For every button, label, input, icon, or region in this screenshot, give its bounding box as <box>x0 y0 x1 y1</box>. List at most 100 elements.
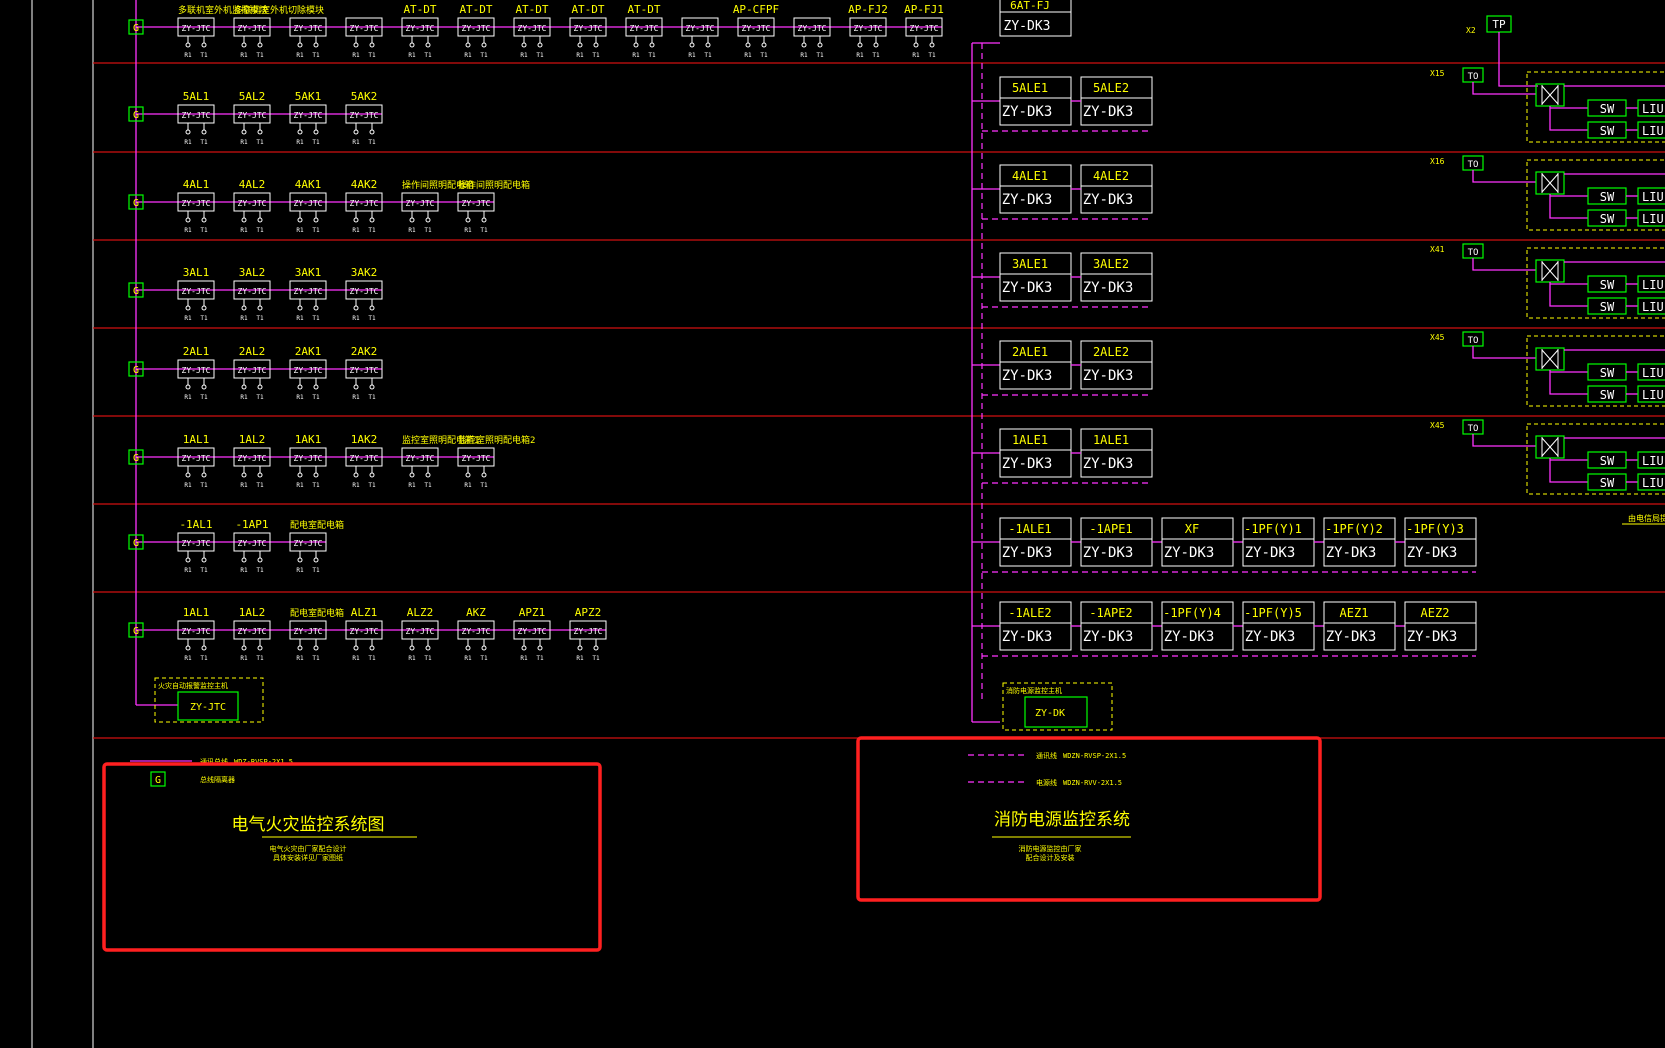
fiber-liu[interactable]: LIU <box>1637 209 1665 227</box>
patch-panel[interactable] <box>1535 259 1565 283</box>
fiber-liu[interactable]: LIU <box>1637 451 1665 469</box>
fiber-liu[interactable]: LIU <box>1637 363 1665 381</box>
power-module[interactable]: -1PF(Y)4ZY-DK3 <box>1161 601 1243 651</box>
network-switch[interactable]: SW <box>1587 187 1638 205</box>
power-module[interactable]: -1PF(Y)3ZY-DK3 <box>1404 517 1477 567</box>
bus-isolator[interactable]: G <box>128 194 144 210</box>
fiber-liu[interactable]: LIU <box>1637 297 1665 315</box>
fiber-liu[interactable]: LIU <box>1637 121 1665 139</box>
to-outlet[interactable]: TO <box>1462 331 1484 347</box>
power-module[interactable]: -1PF(Y)2ZY-DK3 <box>1323 517 1405 567</box>
patch-panel[interactable] <box>1535 171 1565 195</box>
bus-isolator[interactable]: G <box>128 106 144 122</box>
to-outlet[interactable]: TO <box>1462 155 1484 171</box>
bus-isolator[interactable]: G <box>128 534 144 550</box>
bus-isolator[interactable]: G <box>128 622 144 638</box>
power-module[interactable]: -1PF(Y)1ZY-DK3 <box>1242 517 1324 567</box>
patch-panel[interactable] <box>1535 347 1565 371</box>
patch-panel[interactable] <box>1535 435 1565 459</box>
bus-isolator[interactable]: G <box>128 282 144 298</box>
power-module[interactable]: -1PF(Y)5ZY-DK3 <box>1242 601 1324 651</box>
fiber-liu[interactable]: LIU <box>1637 99 1665 117</box>
to-outlet[interactable]: TO <box>1462 419 1484 435</box>
network-switch[interactable]: SW <box>1587 363 1638 381</box>
patch-panel[interactable] <box>1535 83 1565 107</box>
network-switch[interactable]: SW <box>1587 473 1638 491</box>
bus-isolator[interactable]: G <box>128 449 144 465</box>
network-switch[interactable]: SW <box>1587 209 1638 227</box>
network-switch[interactable]: SW <box>1587 297 1638 315</box>
tp-outlet[interactable]: TP <box>1486 15 1512 33</box>
to-outlet[interactable]: TO <box>1462 243 1484 259</box>
fiber-liu[interactable]: LIU <box>1637 473 1665 491</box>
fiber-liu[interactable]: LIU <box>1637 385 1665 403</box>
fiber-liu[interactable]: LIU <box>1637 187 1665 205</box>
network-switch[interactable]: SW <box>1587 451 1638 469</box>
network-switch[interactable]: SW <box>1587 99 1638 117</box>
network-switch[interactable]: SW <box>1587 385 1638 403</box>
bus-isolator[interactable]: G <box>128 361 144 377</box>
